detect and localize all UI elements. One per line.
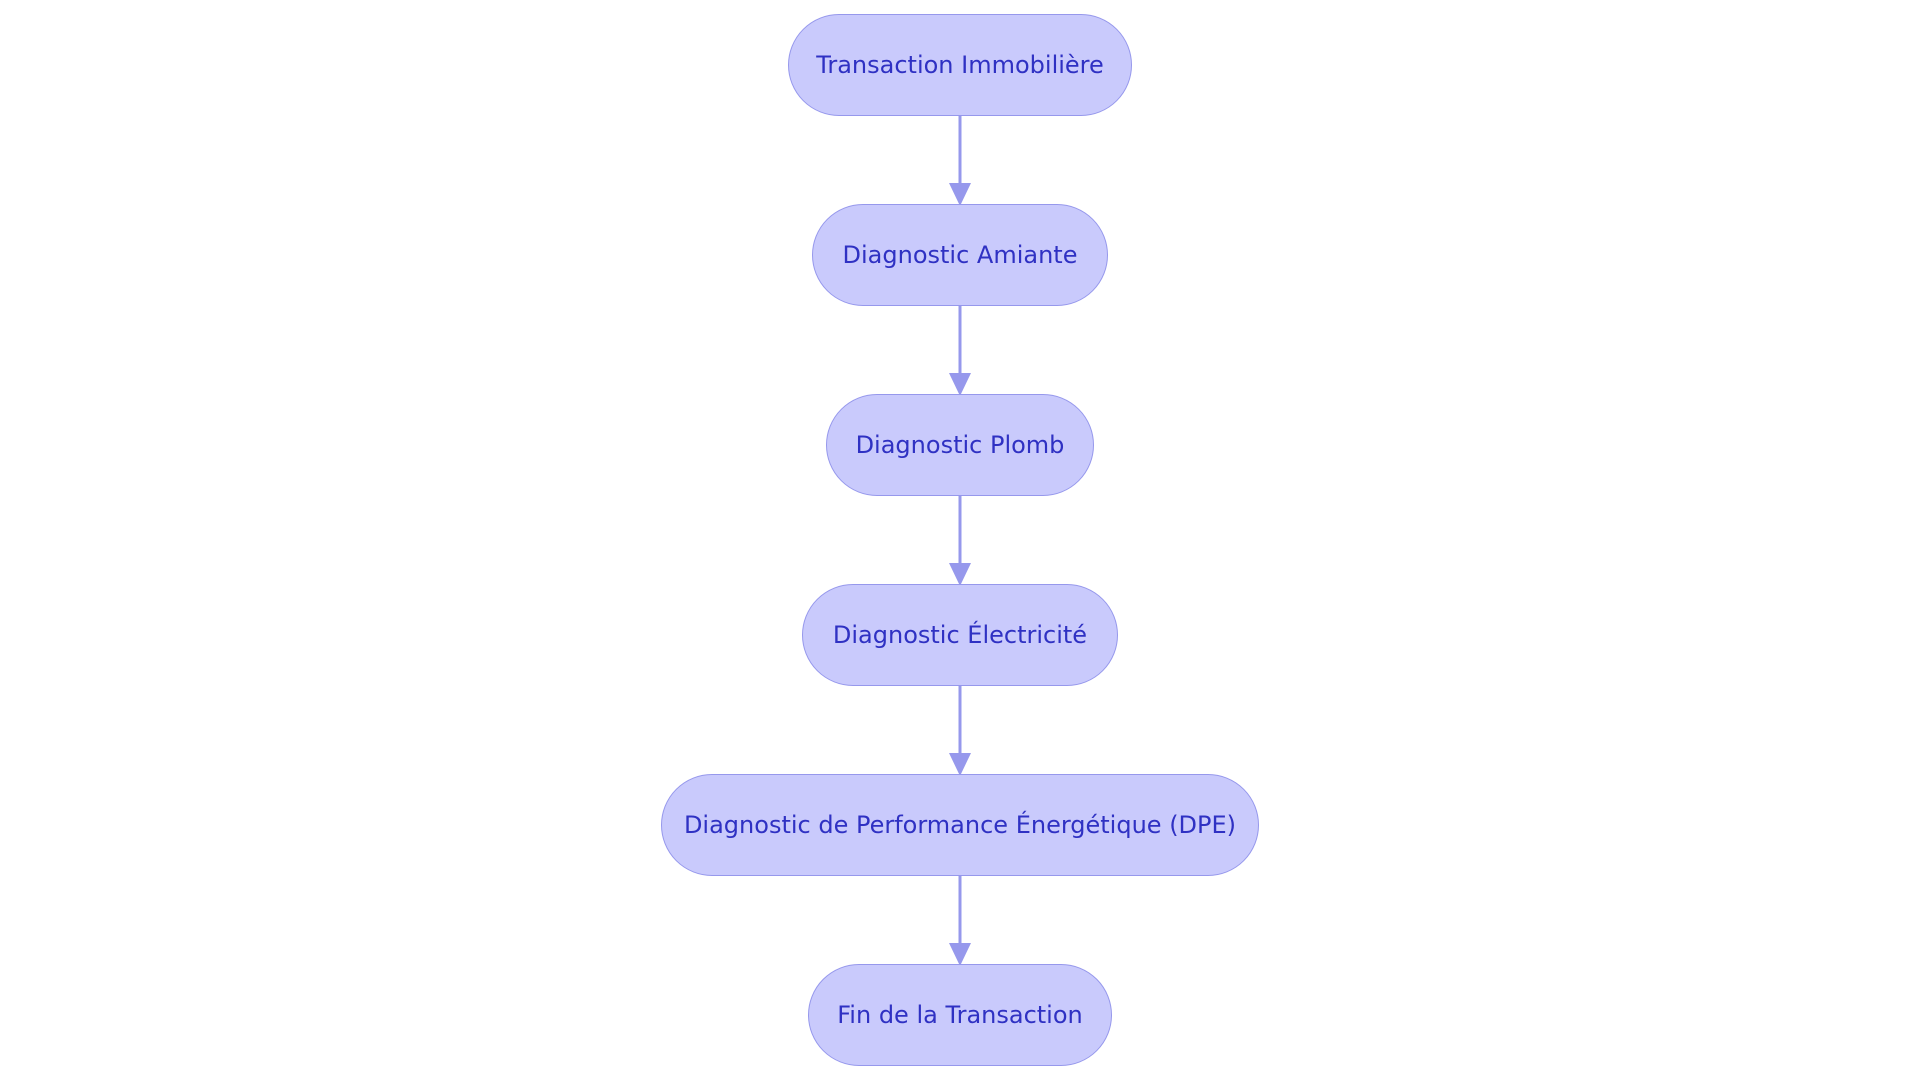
- node-diagnostic-amiante: Diagnostic Amiante: [812, 204, 1108, 306]
- arrowhead-amiante-to-plomb: [949, 373, 971, 396]
- arrowhead-dpe-to-fin: [949, 943, 971, 966]
- arrowhead-electricite-to-dpe: [949, 753, 971, 776]
- arrowhead-plomb-to-electricite: [949, 563, 971, 586]
- node-diagnostic-dpe: Diagnostic de Performance Énergétique (D…: [661, 774, 1259, 876]
- node-fin-de-la-transaction: Fin de la Transaction: [808, 964, 1112, 1066]
- node-diagnostic-plomb: Diagnostic Plomb: [826, 394, 1094, 496]
- arrowhead-transaction-to-amiante: [949, 183, 971, 206]
- node-diagnostic-electricite: Diagnostic Électricité: [802, 584, 1118, 686]
- node-transaction-immobiliere: Transaction Immobilière: [788, 14, 1132, 116]
